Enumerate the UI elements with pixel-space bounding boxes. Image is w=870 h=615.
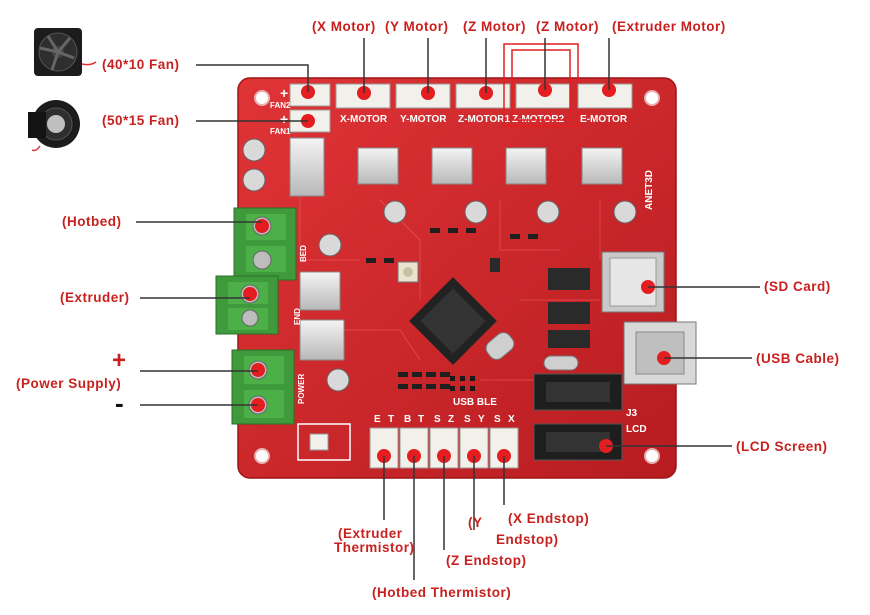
silk-bed: BED bbox=[299, 245, 308, 262]
label-extruder-thermistor-1: (Extruder bbox=[338, 526, 403, 541]
label-sd-card: (SD Card) bbox=[764, 279, 831, 294]
label-x-endstop: (X Endstop) bbox=[508, 511, 589, 526]
stepper-drivers bbox=[357, 147, 623, 185]
mount-hole bbox=[254, 448, 270, 464]
label-fan-40: (40*10 Fan) bbox=[102, 57, 180, 72]
crystal bbox=[543, 355, 579, 371]
silk-letter: T bbox=[418, 414, 424, 425]
silk-letter: Y bbox=[478, 414, 485, 425]
silk-usb-ble: USB BLE bbox=[453, 397, 497, 408]
label-hotbed: (Hotbed) bbox=[62, 214, 121, 229]
motor-connector-z2: Z-MOTOR2 bbox=[512, 83, 571, 125]
mount-hole bbox=[254, 90, 270, 106]
silk-power: POWER bbox=[297, 374, 306, 404]
fan-connector-2: FAN2 bbox=[270, 83, 331, 110]
jumper bbox=[309, 433, 329, 451]
label-extruder-motor: (Extruder Motor) bbox=[612, 19, 726, 34]
jumper-block bbox=[297, 423, 351, 461]
label-x-motor: (X Motor) bbox=[312, 19, 376, 34]
silk-letter: B bbox=[404, 414, 411, 425]
silk-fan2: FAN2 bbox=[270, 101, 291, 110]
mount-hole bbox=[644, 448, 660, 464]
motor-connector-e: E-MOTOR bbox=[577, 83, 633, 125]
crystal bbox=[485, 332, 515, 360]
ic-chips bbox=[490, 258, 590, 348]
label-y-endstop-2: Endstop) bbox=[496, 532, 559, 547]
silk-e-motor: E-MOTOR bbox=[580, 114, 628, 125]
leader-lines bbox=[136, 38, 760, 580]
endstop-connectors bbox=[369, 427, 519, 469]
fan-50-icon bbox=[28, 100, 80, 152]
silk-z-motor1: Z-MOTOR1 bbox=[458, 114, 510, 125]
motor-connector-y: Y-MOTOR bbox=[395, 83, 451, 125]
label-minus: - bbox=[115, 388, 124, 418]
label-z-motor-1: (Z Motor) bbox=[463, 19, 526, 34]
label-extruder: (Extruder) bbox=[60, 290, 130, 305]
mcu-chip bbox=[409, 277, 497, 365]
fan-connector-1: FAN1 bbox=[270, 109, 331, 136]
silk-letter: S bbox=[434, 414, 441, 425]
silk-letter: T bbox=[388, 414, 394, 425]
silk-fan1: FAN1 bbox=[270, 127, 291, 136]
silk-y-motor: Y-MOTOR bbox=[400, 114, 447, 125]
label-z-endstop: (Z Endstop) bbox=[446, 553, 526, 568]
label-plus: + bbox=[112, 347, 126, 374]
label-usb-cable: (USB Cable) bbox=[756, 351, 840, 366]
fan-40-icon bbox=[34, 28, 97, 76]
mount-hole bbox=[644, 90, 660, 106]
fan-plus: + bbox=[280, 111, 288, 127]
silk-x-motor: X-MOTOR bbox=[340, 114, 388, 125]
smd-components bbox=[366, 228, 538, 389]
reset-button-cap bbox=[403, 267, 413, 277]
silk-letter: Z bbox=[448, 414, 454, 425]
silk-lcd: LCD bbox=[626, 424, 647, 435]
motor-connector-x: X-MOTOR bbox=[335, 83, 391, 125]
silk-letter: X bbox=[508, 414, 515, 425]
label-y-motor: (Y Motor) bbox=[385, 19, 449, 34]
sd-card-slot bbox=[601, 251, 665, 313]
terminal-hotbed: BED bbox=[233, 207, 308, 281]
silk-end: END bbox=[293, 308, 302, 325]
silk-letter: S bbox=[464, 414, 471, 425]
silk-letter: S bbox=[494, 414, 501, 425]
label-power-supply: (Power Supply) bbox=[16, 376, 121, 391]
label-extruder-thermistor-2: Thermistor) bbox=[334, 540, 415, 555]
silk-j3: J3 bbox=[626, 408, 638, 419]
mosfet-heatsinks bbox=[289, 137, 345, 361]
usb-ble-header bbox=[450, 376, 475, 391]
label-z-motor-2: (Z Motor) bbox=[536, 19, 599, 34]
silk-brand: ANET3D bbox=[644, 170, 655, 210]
capacitors bbox=[242, 138, 637, 392]
label-y-endstop-1: (Y bbox=[468, 515, 483, 530]
label-lcd-screen: (LCD Screen) bbox=[736, 439, 828, 454]
motor-connector-z1: Z-MOTOR1 bbox=[455, 83, 511, 125]
usb-port bbox=[623, 321, 697, 385]
silk-letter: E bbox=[374, 414, 381, 425]
lcd-header: LCD bbox=[533, 423, 647, 461]
z2-highlight-inner bbox=[511, 49, 571, 121]
endstop-letters: E T B T S Z S Y S X bbox=[374, 414, 515, 425]
label-hotbed-thermistor: (Hotbed Thermistor) bbox=[372, 585, 511, 600]
fan-plus: + bbox=[280, 85, 288, 101]
j3-header: J3 bbox=[533, 373, 638, 419]
label-fan-50: (50*15 Fan) bbox=[102, 113, 180, 128]
